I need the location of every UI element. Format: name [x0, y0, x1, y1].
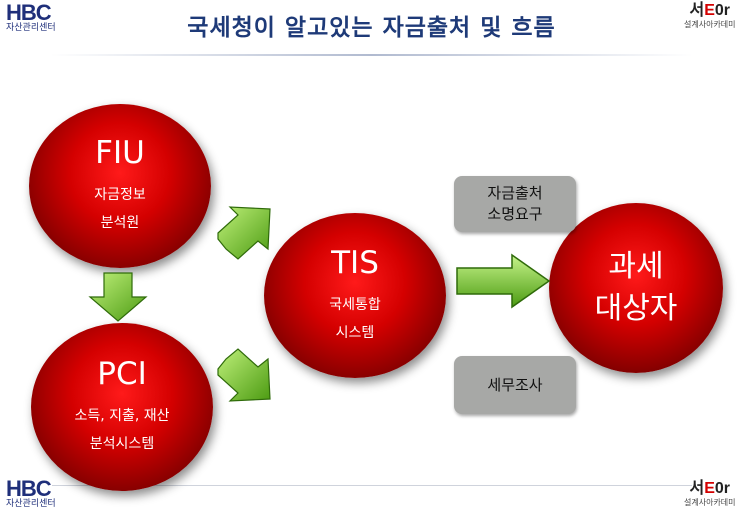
hbc-logo-top: HBC 자산관리센터 — [6, 0, 56, 34]
source-request-line-1: 자금출처 — [487, 184, 543, 202]
tax-target-line-1: 과세 — [608, 249, 664, 284]
academy-logo-mark-tail: 0r — [714, 480, 731, 497]
source-request-line-2: 소명요구 — [487, 205, 543, 223]
fiu-node-line-1: 자금정보 — [94, 187, 146, 203]
tis-node-line-1: 국세통합 — [329, 296, 381, 313]
academy-logo-bottom: 서E0r 설계사아카데미 — [684, 480, 736, 508]
pci-node-name: PCI — [97, 356, 147, 392]
tis-node-name: TIS — [331, 244, 379, 281]
tis-to-target-arrow-icon — [456, 253, 551, 309]
hbc-logo-mark: HBC — [6, 0, 52, 25]
tax-target-node: 과세 대상자 — [549, 203, 723, 373]
academy-logo-mark: 서E0r — [690, 2, 731, 20]
hbc-logo-mark: HBC — [6, 476, 52, 501]
academy-logo-subtitle: 설계사아카데미 — [684, 20, 736, 29]
pci-node-line-1: 소득, 지출, 재산 — [74, 408, 170, 424]
tax-target-line-2: 대상자 — [594, 291, 678, 326]
academy-logo-top: 서E0r 설계사아카데미 — [684, 2, 736, 30]
academy-logo-mark-red: E — [704, 2, 715, 19]
title-underline — [50, 54, 693, 56]
academy-logo-mark-tail: 0r — [714, 2, 731, 19]
academy-logo-mark: 서E0r — [690, 480, 731, 498]
pci-node: PCI 소득, 지출, 재산 분석시스템 — [31, 323, 213, 491]
footer-divider — [52, 485, 692, 486]
pci-node-line-2: 분석시스템 — [89, 436, 155, 452]
fiu-to-tis-arrow-icon — [217, 206, 271, 260]
academy-logo-subtitle: 설계사아카데미 — [684, 498, 736, 507]
hbc-logo-subtitle: 자산관리센터 — [6, 23, 56, 33]
academy-logo-mark-black: 서 — [689, 480, 705, 497]
tax-audit-label: 세무조사 — [487, 375, 543, 394]
page-title: 국세청이 알고있는 자금출처 및 흐름 — [187, 15, 556, 41]
pci-to-tis-arrow-icon — [217, 348, 271, 402]
academy-logo-mark-red: E — [704, 480, 715, 497]
fiu-node: FIU 자금정보 분석원 — [29, 104, 211, 268]
academy-logo-mark-black: 서 — [689, 2, 705, 19]
fiu-node-name: FIU — [95, 135, 145, 171]
tax-audit-box: 세무조사 — [454, 356, 576, 414]
hbc-logo-subtitle: 자산관리센터 — [6, 499, 56, 509]
fiu-to-pci-arrow-icon — [88, 272, 148, 322]
fiu-node-line-2: 분석원 — [100, 215, 140, 231]
hbc-logo-bottom: HBC 자산관리센터 — [6, 476, 56, 510]
tis-node-line-2: 시스템 — [335, 324, 375, 341]
tis-node: TIS 국세통합 시스템 — [264, 213, 446, 378]
source-request-box: 자금출처 소명요구 — [454, 176, 576, 232]
